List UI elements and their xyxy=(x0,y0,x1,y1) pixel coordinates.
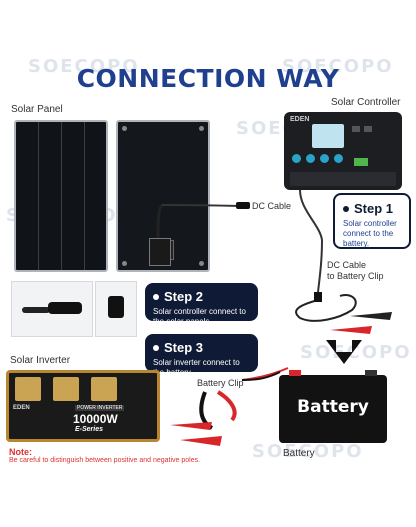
note-body: Be careful to distinguish between positi… xyxy=(9,457,200,464)
solar-inverter-label: Solar Inverter xyxy=(10,355,70,366)
dc-cable-battery-clip-label: DC Cable to Battery Clip xyxy=(327,260,384,282)
step-3-title: Step 3 xyxy=(153,340,250,355)
step-1-body: Solar controller connect to the battery. xyxy=(343,219,401,249)
solar-controller-label: Solar Controller xyxy=(331,97,400,108)
note-title: Note: xyxy=(9,447,32,457)
controller-brand: EDEN xyxy=(290,116,309,123)
inverter-subtitle: POWER INVERTER xyxy=(75,405,124,411)
battery-text: Battery xyxy=(279,397,387,417)
junction-box xyxy=(149,238,171,266)
step-2-body: Solar controller connect to the solar pa… xyxy=(153,307,250,327)
connector-photo-2 xyxy=(95,281,137,337)
step-1-card: Step 1 Solar controller connect to the b… xyxy=(333,193,411,249)
inverter-series: E-Series xyxy=(75,426,103,433)
dc-cable-label: DC Cable xyxy=(252,201,291,211)
solar-controller: EDEN xyxy=(284,112,402,190)
solar-inverter: EDEN POWER INVERTER 10000W E-Series xyxy=(6,370,160,442)
controller-terminals xyxy=(290,172,396,186)
battery-clip-label: Battery Clip xyxy=(197,378,244,388)
step-2-card: Step 2 Solar controller connect to the s… xyxy=(145,283,258,321)
inverter-wattage: 10000W xyxy=(73,412,118,426)
step-3-card: Step 3 Solar inverter connect to the bat… xyxy=(145,334,258,372)
step-1-title: Step 1 xyxy=(343,201,401,216)
controller-lcd xyxy=(312,124,344,148)
battery: Battery xyxy=(279,375,387,443)
inverter-brand: EDEN xyxy=(13,405,30,411)
connector-photo-1 xyxy=(11,281,93,337)
step-2-title: Step 2 xyxy=(153,289,250,304)
step-3-body: Solar inverter connect to the battery. xyxy=(153,358,250,378)
battery-label: Battery xyxy=(283,448,315,459)
